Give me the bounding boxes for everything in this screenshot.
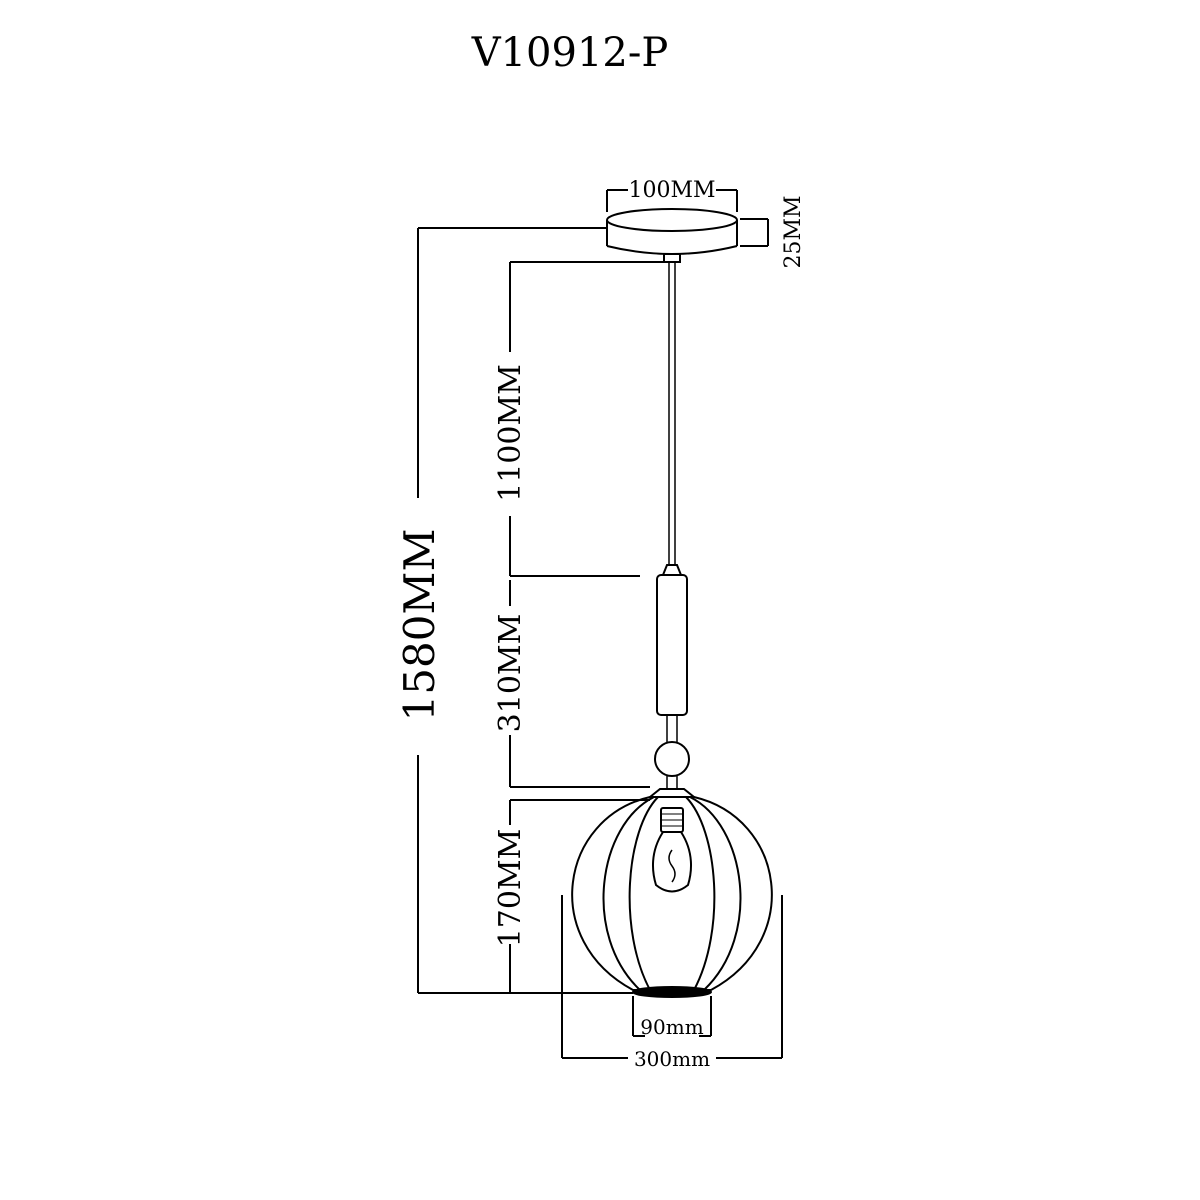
rod-length-label: 310MM [493,614,528,733]
shade-height-dimension [509,799,650,993]
shade-height-label: 170MM [493,829,528,948]
cable-length-label: 1100MM [493,364,528,502]
bottom-opening-label: 90mm [640,1015,703,1039]
globe-shade [571,796,773,998]
total-height-dimension [417,227,633,994]
bottom-opening-dimension [632,996,712,1037]
shade-diameter-label: 300mm [634,1047,710,1071]
cable [663,253,681,565]
shade-diameter-dimension [561,895,783,1059]
cable-length-dimension [509,261,664,577]
canopy [606,208,738,255]
canopy-width-label: 100MM [628,178,715,203]
bulb-icon [652,807,692,893]
rod [647,564,697,798]
canopy-height-dimension [740,218,769,247]
total-height-label: 1580MM [395,529,444,722]
canopy-height-label: 25MM [781,195,806,268]
canopy-width-dimension [606,189,738,212]
model-title: V10912-P [471,30,669,76]
rod-length-dimension [509,580,650,788]
